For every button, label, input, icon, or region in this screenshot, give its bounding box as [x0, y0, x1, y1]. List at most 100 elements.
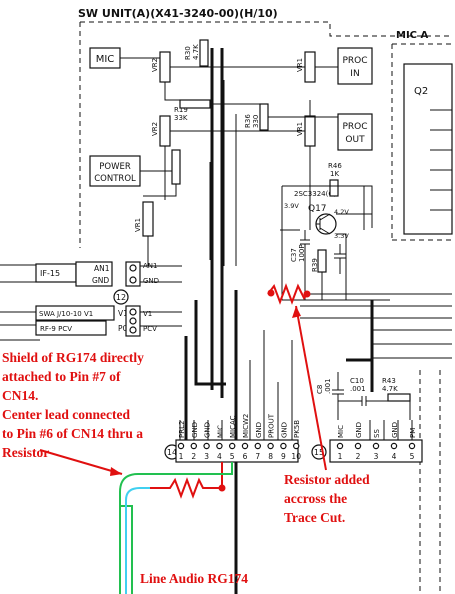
r39-resistor [317, 249, 327, 273]
cn14-labels-label: GND [204, 422, 212, 438]
cn12-pcv-label: PCV [143, 325, 157, 333]
wiring-upper [120, 57, 338, 267]
c10-label: C10 [350, 377, 364, 385]
if15-pin-gnd: GND [92, 276, 109, 285]
cn14-pins-number: 2 [191, 452, 196, 461]
wiring-right-bus [300, 293, 452, 359]
cn14-pins-pin [228, 442, 236, 450]
cn14-pins-pin [241, 442, 249, 450]
cn14-pins-pin [177, 442, 185, 450]
cn14-labels-label: GND [191, 422, 199, 438]
shield-note-line-1: Shield of RG174 directly [2, 350, 144, 365]
cn15-pins-pin [354, 442, 362, 450]
cn12-pin-2 [129, 317, 137, 325]
cn14-labels-label: GND [280, 422, 288, 438]
cn15-pins-number: 2 [356, 452, 361, 461]
cn14-pins-pin [293, 442, 300, 450]
cn14-labels-label: GND [255, 422, 263, 438]
if15-pin-box [75, 261, 113, 287]
power-control-block [89, 155, 141, 187]
cn-an1-pin-2 [129, 276, 137, 284]
cn15-pins-number: 3 [374, 452, 379, 461]
shield-arrow-head [110, 467, 122, 476]
cn-gnd-label: GND [143, 277, 159, 285]
c37-value: 100P [298, 244, 306, 262]
vr1-a-resistor [304, 51, 316, 83]
shield-note-line-5: to Pin #6 of CN14 thru a [2, 426, 143, 441]
wiring-cn15-pins [369, 420, 413, 440]
resistor-note-line-3: Trace Cut. [284, 510, 345, 525]
shield-note-line-3: CN14. [2, 388, 38, 403]
coax-shield-lead [119, 462, 233, 506]
r46-label: R46 [328, 162, 342, 170]
cn15-labels-label: GND [391, 422, 399, 438]
voltage-2: 4.2V [334, 208, 349, 216]
connector-14-number: 14 [167, 448, 177, 457]
cn14-pins-pin [267, 442, 274, 450]
power-label-2: CONTROL [94, 174, 136, 184]
vr1-b-resistor [304, 115, 316, 147]
r36-label: R36 [244, 114, 252, 128]
cn14-labels-label: MICAC [229, 415, 237, 438]
cn14-labels-label: PK5B [293, 420, 301, 438]
c37-capacitor [300, 230, 310, 256]
connector-15-number: 15 [314, 448, 324, 457]
if15-pin-an1: AN1 [94, 264, 110, 273]
coax-center-lead [125, 487, 150, 594]
connector-12-number: 12 [116, 293, 126, 302]
wiring-lower [249, 330, 411, 420]
proc-in-label-1: PROC [342, 56, 367, 66]
wiring-mid [140, 80, 237, 327]
r43-resistor [387, 393, 411, 402]
cn12-v1-label: V1 [143, 310, 152, 318]
r43-label: R43 [382, 377, 396, 385]
shield-arrow-line [39, 449, 123, 475]
cn14-pins-number: 8 [268, 452, 273, 461]
shield-note-line-2: attached to Pin #7 of [2, 369, 121, 384]
cn15-pins-pin [372, 442, 380, 450]
proc-out-label-1: PROC [342, 122, 367, 132]
wiring-q17 [280, 185, 390, 301]
r46-value: 1K [330, 170, 339, 178]
r39-label: R39 [311, 258, 319, 272]
unit-border-top [80, 21, 452, 37]
cn15-header [329, 439, 423, 463]
bypass-capacitor [334, 244, 346, 274]
cn15-pins-number: 4 [392, 452, 397, 461]
cn14-pins-number: 9 [281, 452, 286, 461]
cn15-pins-pin [408, 442, 416, 450]
r43-value: 4.7K [382, 385, 398, 393]
cn14-pins-number: 5 [230, 452, 235, 461]
vr2-b-resistor [159, 115, 171, 147]
cn12-pin-3 [129, 326, 137, 334]
cn15-pins-pin [390, 442, 398, 450]
resistor-arrow-head [292, 306, 301, 318]
cn14-pins-number: 7 [255, 452, 260, 461]
swa-connector-box [35, 305, 115, 321]
cn14-pins-number: 6 [243, 452, 248, 461]
r30-value: 4.7K [192, 44, 200, 60]
rf9-label: RF-9 PCV [40, 325, 72, 333]
swa-label: SWA J/10-10 V1 [39, 310, 93, 318]
cn14-pins-number: 1 [179, 452, 184, 461]
q2-label: Q2 [414, 86, 428, 97]
q2-block [403, 63, 453, 235]
q17-transistor-leads [316, 213, 331, 235]
shield-note-line-4: Center lead connected [2, 407, 130, 422]
r36-value: 330 [252, 115, 260, 128]
cn15-labels-label: GND [355, 422, 363, 438]
thick-bus-3 [194, 300, 226, 386]
r19-label: R19 [174, 106, 188, 114]
unit-title: SW UNIT(A)(X41-3240-00)(H/10) [78, 7, 278, 20]
added-resistor-zigzag [267, 283, 309, 305]
r19-value: 33K [174, 114, 188, 122]
wiring-left [0, 264, 40, 341]
center-lead-resistor [150, 462, 223, 499]
c8-value: .001 [324, 378, 332, 394]
if15-label: IF-15 [40, 269, 60, 278]
vr1-c-label: VR1 [134, 218, 142, 232]
r30-resistor [199, 39, 209, 67]
